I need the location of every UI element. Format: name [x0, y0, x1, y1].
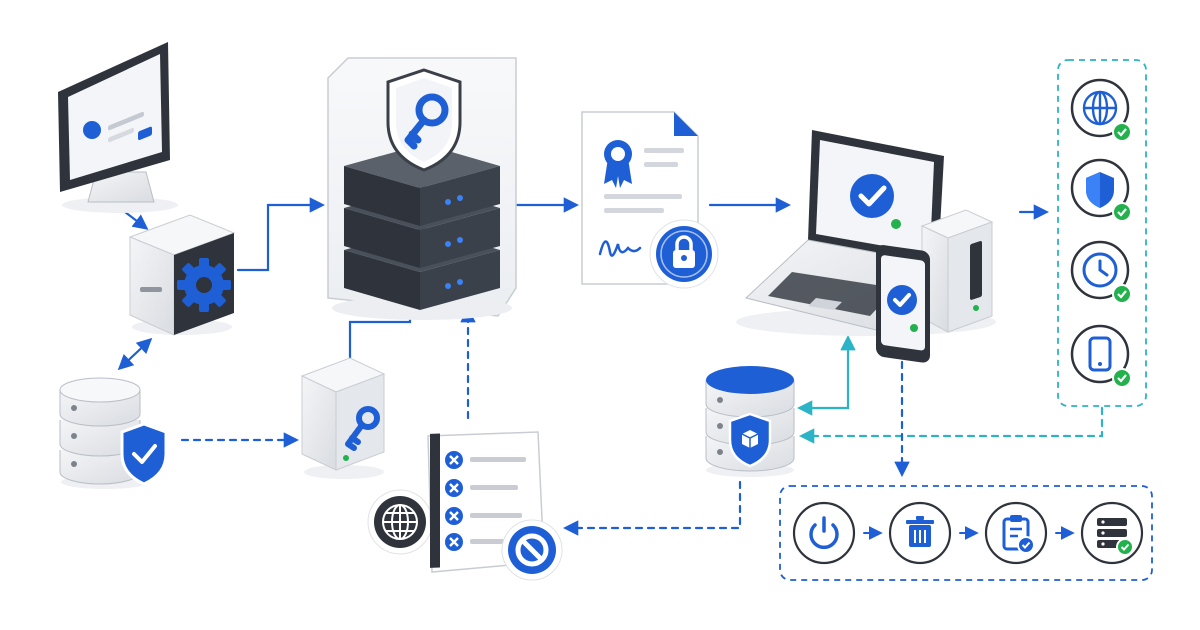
globe-icon: [1070, 78, 1132, 142]
arrow-workstation-config: [123, 210, 149, 230]
mobile-icon: [1070, 324, 1132, 388]
prohibited-badge-icon: [501, 519, 563, 581]
power-icon: [792, 501, 856, 565]
award-ribbon-icon: [604, 140, 632, 188]
validation-targets: [1057, 59, 1147, 407]
arrow-targets-truststore: [798, 406, 1104, 444]
client-devices: [736, 130, 996, 363]
shield-icon: [1070, 158, 1132, 222]
clock-icon: [1070, 240, 1132, 304]
arrow-config-hsm: [236, 197, 326, 272]
key-storage-box: [300, 357, 386, 479]
arrow-config-database: [117, 337, 153, 371]
trust-store-database: [705, 366, 795, 477]
arrow-truststore-revocation: [562, 480, 742, 536]
gear-icon: [177, 258, 231, 312]
padlock-badge-icon: [649, 219, 719, 289]
database-badge-icon: [728, 412, 772, 468]
desktop-monitor-icon: [58, 42, 178, 213]
mobile-phone-icon: [876, 245, 930, 363]
signed-certificate: [581, 111, 719, 289]
revocation-list: [367, 431, 563, 581]
signature-mark: [598, 240, 642, 257]
config-server: [128, 214, 236, 336]
blocked-list-icon: [445, 451, 526, 551]
arrow-truststore-devices: [796, 334, 856, 416]
shield-key-icon: [386, 68, 462, 172]
key-icon: [345, 406, 380, 451]
clipboard-check-icon: [984, 501, 1048, 565]
trash-icon: [888, 501, 952, 565]
server-check-icon: [1080, 501, 1144, 565]
hsm-server-rack: [327, 57, 517, 320]
tower-server-icon: [920, 209, 994, 333]
database-shield-icon: [59, 377, 168, 489]
globe-badge-icon: [367, 489, 433, 555]
decommission-steps: [779, 485, 1153, 581]
